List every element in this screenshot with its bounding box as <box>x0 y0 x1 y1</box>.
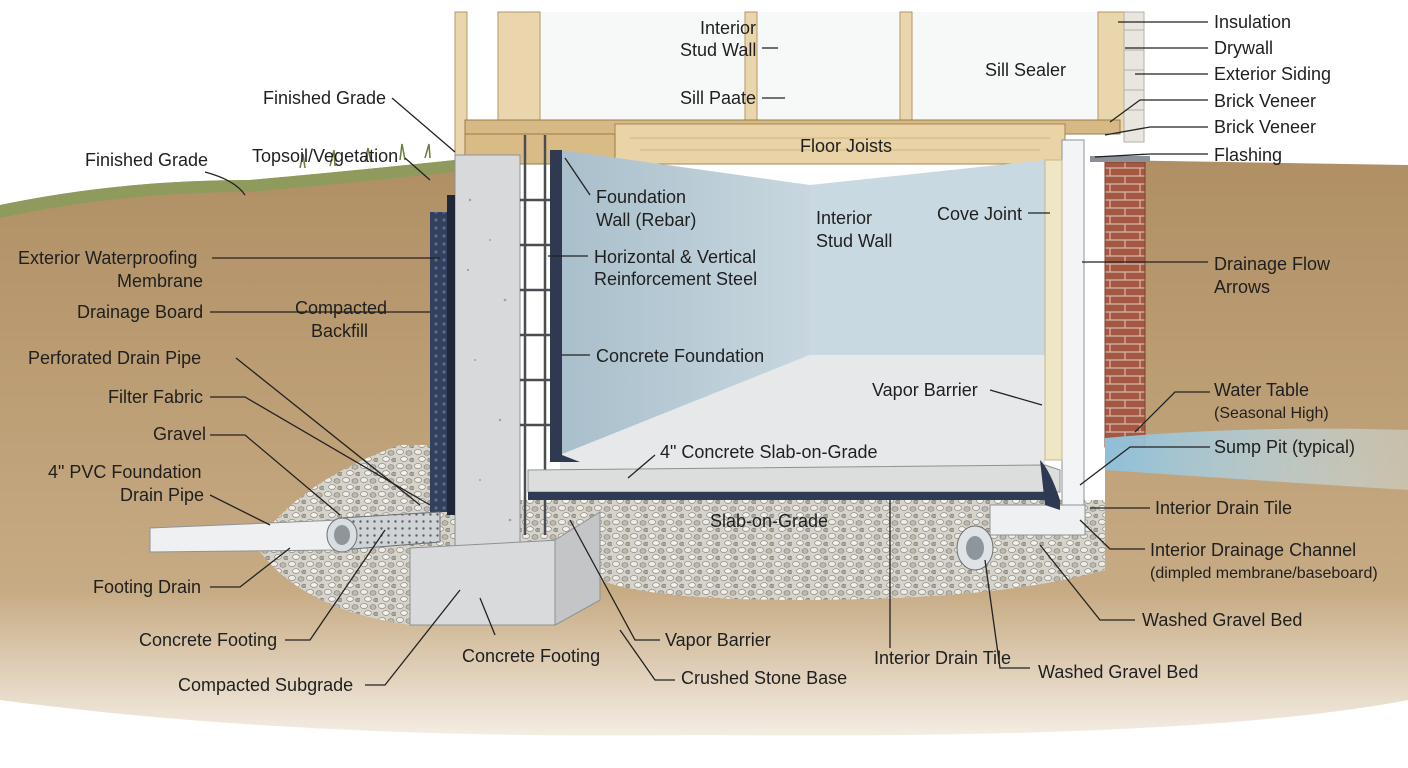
label-water-table-2: (Seasonal High) <box>1214 405 1329 422</box>
label-interior-stud-wall-mid-2: Stud Wall <box>816 231 892 251</box>
floor-joist <box>614 123 1066 165</box>
label-vapor-barrier-right: Vapor Barrier <box>872 380 978 400</box>
sump-vertical-pipe <box>1061 139 1085 511</box>
label-washed-gravel-right: Washed Gravel Bed <box>1142 610 1302 630</box>
stud-mid-2 <box>899 11 913 123</box>
rebar <box>520 135 550 535</box>
basement-floor <box>560 355 1045 470</box>
label-interior-stud-wall-top: Interior <box>700 18 756 38</box>
label-brick-veneer-2: Brick Veneer <box>1214 117 1316 137</box>
label-compacted-backfill-1: Compacted <box>295 298 387 318</box>
water-table <box>1105 428 1408 490</box>
brick-veneer <box>1104 161 1146 448</box>
label-floor-joists: Floor Joists <box>800 136 892 156</box>
label-washed-gravel-bottom: Washed Gravel Bed <box>1038 662 1198 682</box>
interior-wall-bg <box>500 12 1100 120</box>
label-ext-membrane-2: Membrane <box>117 271 203 291</box>
label-pvc-pipe-1: 4" PVC Foundation <box>48 462 201 482</box>
label-ext-membrane-1: Exterior Waterproofing <box>18 248 197 268</box>
label-gravel: Gravel <box>153 424 206 444</box>
grass <box>0 160 455 218</box>
label-concrete-foundation: Concrete Foundation <box>596 346 764 366</box>
label-reinforcement-2: Reinforcement Steel <box>594 269 757 289</box>
cove-membrane <box>1040 460 1060 510</box>
interior-wall-membrane <box>550 150 580 462</box>
label-drainage-flow-2: Arrows <box>1214 277 1270 297</box>
label-slab-4in: 4" Concrete Slab-on-Grade <box>660 442 878 462</box>
label-brick-veneer-1: Brick Veneer <box>1214 91 1316 111</box>
basement-back-wall <box>560 150 810 455</box>
stud-left-2 <box>497 11 541 123</box>
label-sill-sealer: Sill Sealer <box>985 60 1066 80</box>
label-drywall: Drywall <box>1214 38 1273 58</box>
label-foundation-wall-2: Wall (Rebar) <box>596 210 696 230</box>
exterior-membrane <box>447 195 455 515</box>
label-slab-on-grade: Slab-on-Grade <box>710 511 828 531</box>
label-cove-joint: Cove Joint <box>937 204 1022 224</box>
siding <box>1123 11 1145 143</box>
label-interior-stud-wall-top-2: Stud Wall <box>680 40 756 60</box>
label-finished-grade-left: Finished Grade <box>85 150 208 170</box>
label-interior-channel-2: (dimpled membrane/baseboard) <box>1150 565 1378 582</box>
label-topsoil: Topsoil/Vegetation <box>252 146 398 166</box>
label-filter-fabric: Filter Fabric <box>108 387 203 407</box>
label-finished-grade-top: Finished Grade <box>263 88 386 108</box>
label-compacted-backfill-2: Backfill <box>311 321 368 341</box>
leader-lines <box>204 21 1210 686</box>
stud-right <box>1097 11 1125 133</box>
label-water-table-1: Water Table <box>1214 380 1309 400</box>
label-interior-channel-1: Interior Drainage Channel <box>1150 540 1356 560</box>
label-concrete-footing-mid: Concrete Footing <box>462 646 600 666</box>
label-vapor-barrier-bottom: Vapor Barrier <box>665 630 771 650</box>
label-reinforcement-1: Horizontal & Vertical <box>594 247 756 267</box>
concrete-slab <box>527 464 1061 493</box>
label-interior-drain-tile-right: Interior Drain Tile <box>1155 498 1292 518</box>
label-exterior-siding: Exterior Siding <box>1214 64 1331 84</box>
label-insulation: Insulation <box>1214 12 1291 32</box>
label-pvc-pipe-2: Drain Pipe <box>120 485 204 505</box>
flashing <box>1090 156 1150 162</box>
interior-gravel <box>520 500 1105 600</box>
label-drainage-flow-1: Drainage Flow <box>1214 254 1331 274</box>
label-perforated-pipe: Perforated Drain Pipe <box>28 348 201 368</box>
label-sill-paate: Sill Paate <box>680 88 756 108</box>
label-footing-drain: Footing Drain <box>93 577 201 597</box>
foundation-wall <box>454 154 521 556</box>
labels: Interior Stud Wall Sill Paate Sill Seale… <box>18 12 1378 695</box>
label-interior-stud-wall-mid-1: Interior <box>816 208 872 228</box>
vapor-barrier-slab <box>528 492 1048 500</box>
label-sump-pit: Sump Pit (typical) <box>1214 437 1355 457</box>
label-crushed-stone: Crushed Stone Base <box>681 668 847 688</box>
label-flashing: Flashing <box>1214 145 1282 165</box>
cove-insulation <box>1044 159 1063 461</box>
label-foundation-wall-1: Foundation <box>596 187 686 207</box>
label-concrete-footing-left: Concrete Footing <box>139 630 277 650</box>
drainage-board <box>430 212 447 512</box>
label-compacted-subgrade: Compacted Subgrade <box>178 675 353 695</box>
label-interior-drain-tile-bottom: Interior Drain Tile <box>874 648 1011 668</box>
interior-drain-pipe <box>989 504 1086 536</box>
label-drainage-board: Drainage Board <box>77 302 203 322</box>
